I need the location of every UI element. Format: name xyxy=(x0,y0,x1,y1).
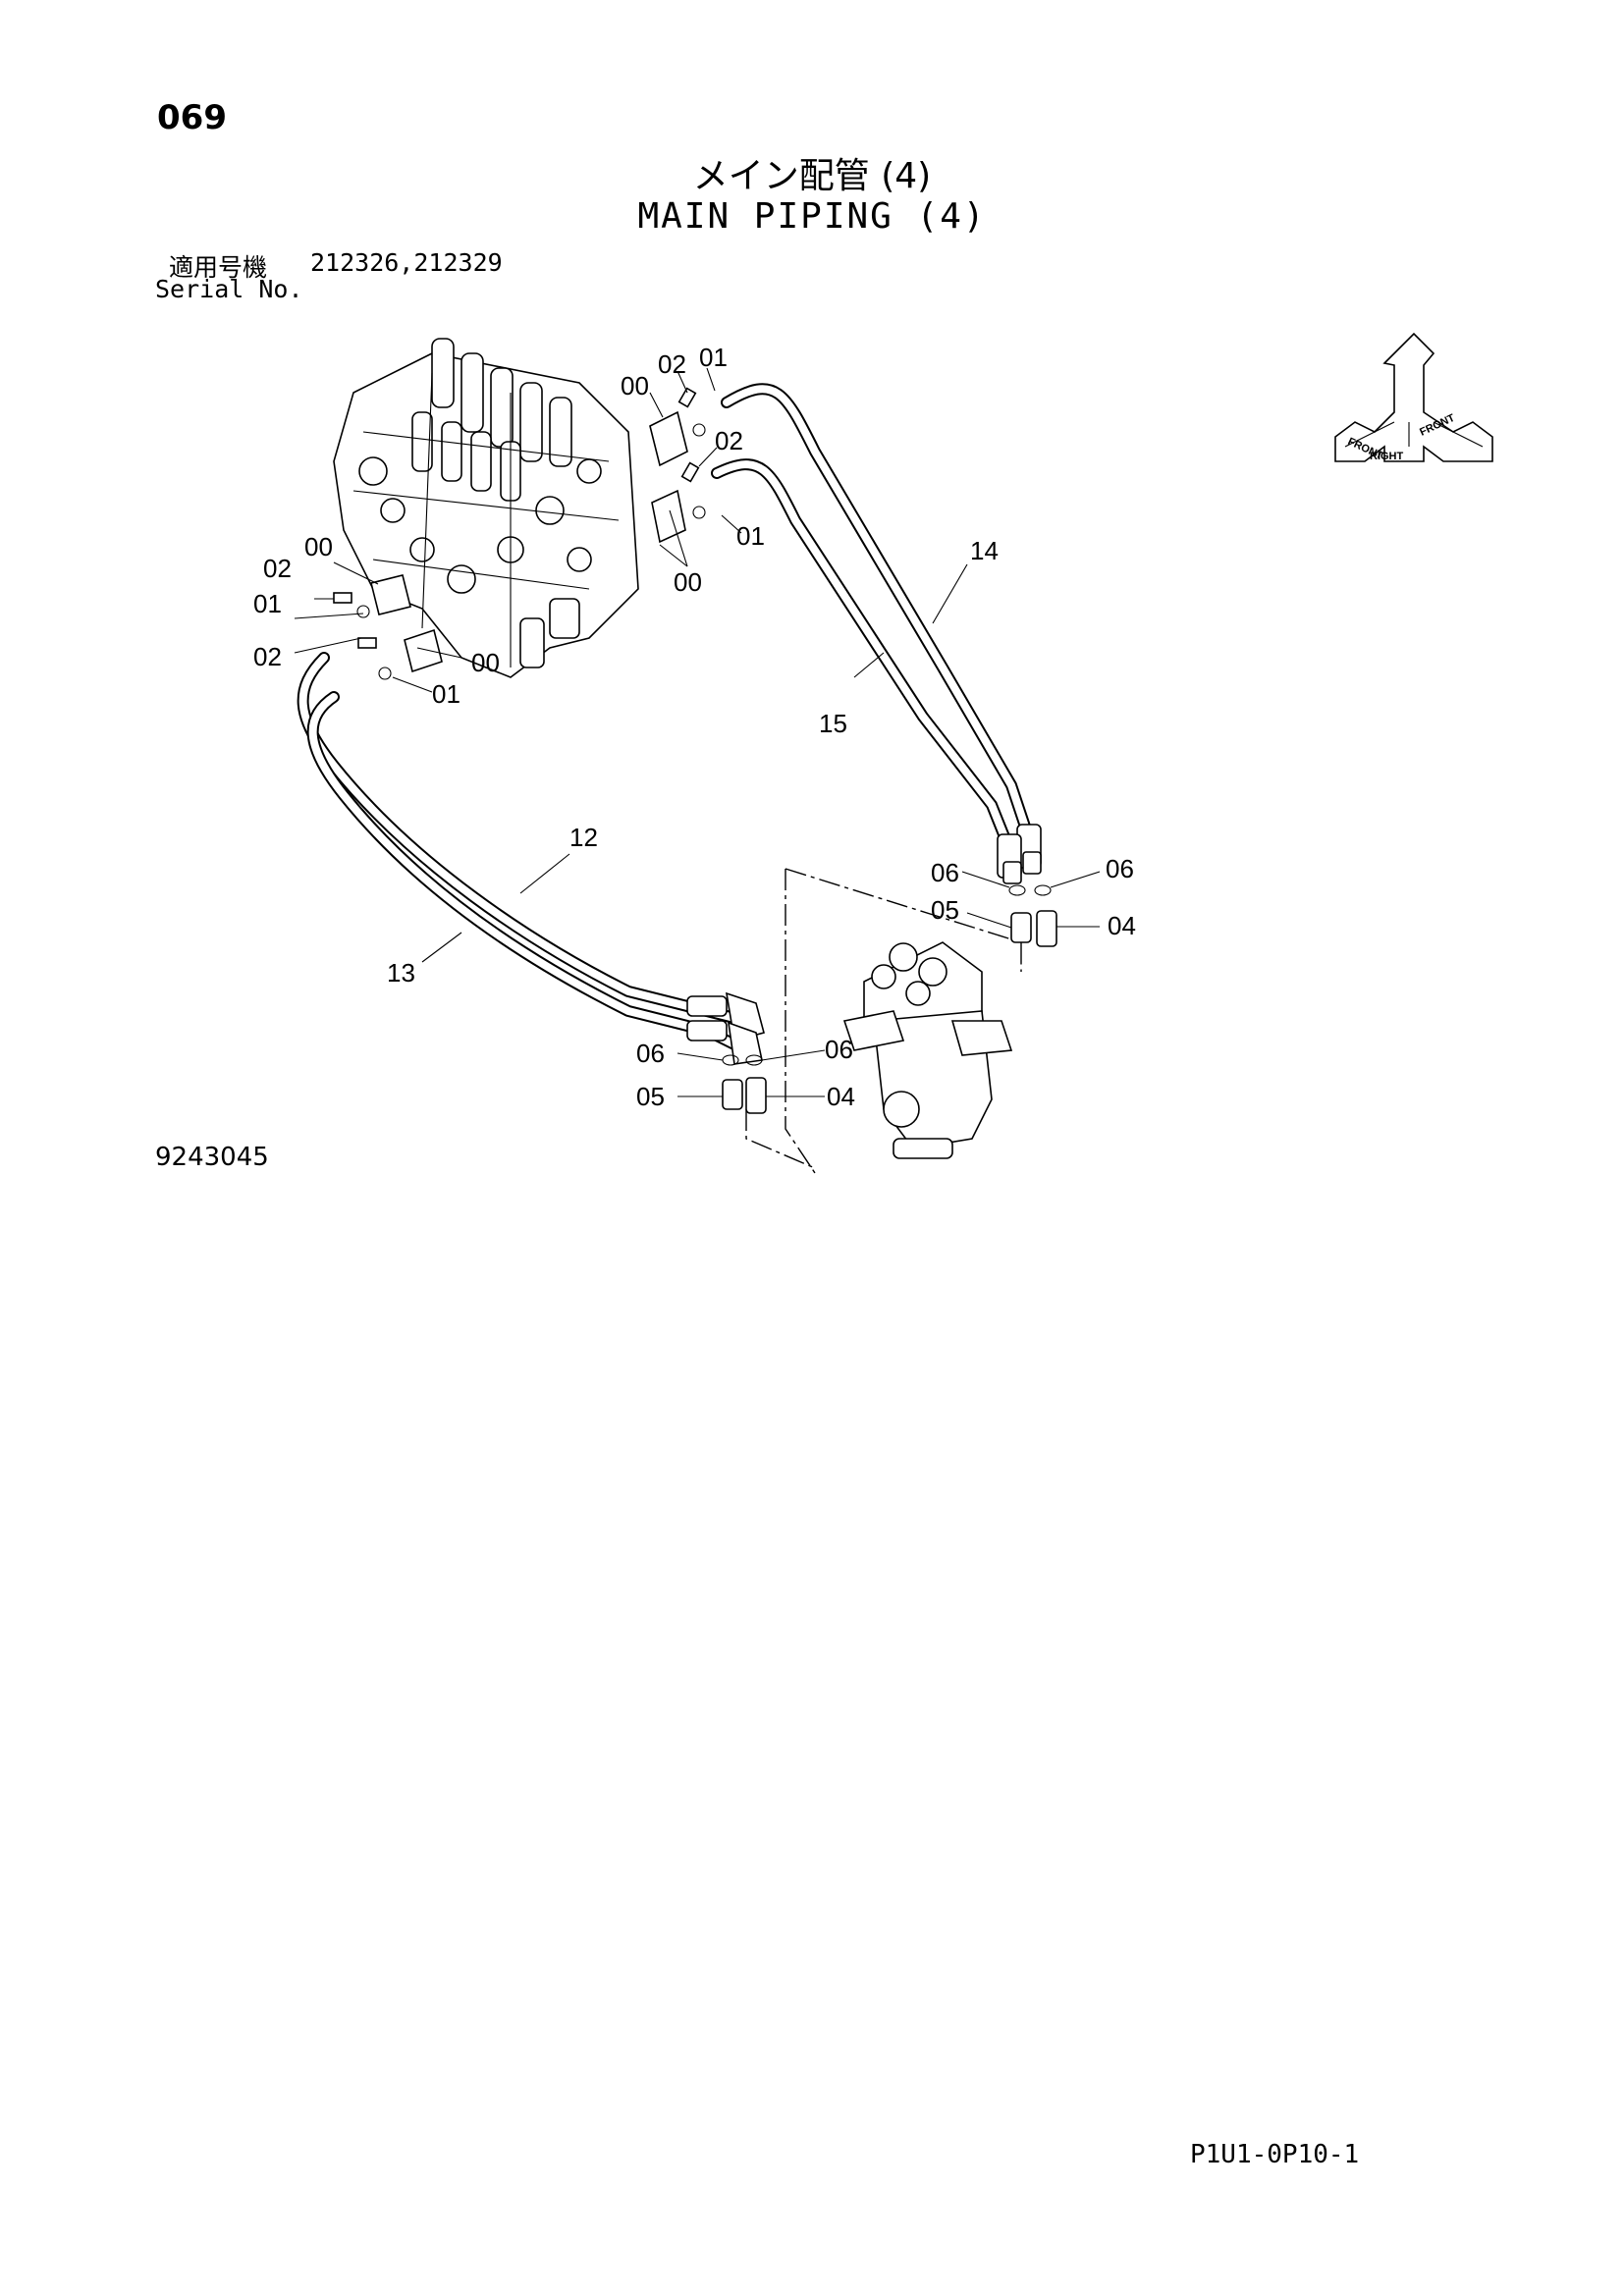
callout-12: 12 xyxy=(569,823,598,852)
orientation-right-label: RIGHT xyxy=(1370,451,1404,462)
callout-06: 06 xyxy=(1106,854,1134,883)
page-number: 069 xyxy=(157,98,227,137)
split-flange-lower xyxy=(333,574,443,680)
callout-00: 00 xyxy=(621,371,649,400)
callout-14: 14 xyxy=(970,536,999,565)
callout-06: 06 xyxy=(825,1035,853,1064)
callout-00: 00 xyxy=(304,532,333,561)
callout-00: 00 xyxy=(674,567,702,597)
callout-01: 01 xyxy=(736,521,765,551)
hose-12-13 xyxy=(297,652,765,1065)
serial-numbers: 212326,212329 xyxy=(310,248,503,277)
callout-02: 02 xyxy=(263,554,292,583)
drawing-number: 9243045 xyxy=(155,1143,269,1172)
page-code: P1U1-0P10-1 xyxy=(1190,2140,1360,2169)
callout-01: 01 xyxy=(253,589,282,618)
fittings-upper xyxy=(1008,884,1057,947)
callout-04: 04 xyxy=(827,1082,855,1111)
swing-center-joint xyxy=(842,941,1013,1159)
callout-01: 01 xyxy=(432,679,460,709)
callout-05: 05 xyxy=(636,1082,665,1111)
callout-15: 15 xyxy=(819,709,847,738)
callout-05: 05 xyxy=(931,895,959,925)
callout-13: 13 xyxy=(387,958,415,988)
leader-lines xyxy=(294,367,1101,1097)
hose-14-15 xyxy=(711,383,1042,884)
callout-02: 02 xyxy=(715,426,743,455)
callout-02: 02 xyxy=(253,642,282,671)
serial-label-japanese: 適用号機 xyxy=(169,253,268,282)
callout-06: 06 xyxy=(931,858,959,887)
callout-00: 00 xyxy=(471,648,500,677)
control-valve xyxy=(333,338,639,678)
callouts: 00 02 01 02 01 00 00 02 01 02 00 01 14 1… xyxy=(253,343,1136,1111)
split-flange-upper xyxy=(649,387,706,544)
callout-04: 04 xyxy=(1108,911,1136,940)
callout-06: 06 xyxy=(636,1039,665,1068)
serial-label-english: Serial No. xyxy=(155,275,303,303)
page-title-japanese: メイン配管 (4) xyxy=(692,156,932,196)
fittings-lower xyxy=(722,1054,767,1114)
callout-02: 02 xyxy=(658,349,686,379)
callout-01: 01 xyxy=(699,343,728,372)
page-title-english: MAIN PIPING (4) xyxy=(637,196,987,237)
orientation-icon: FRONT FRONT RIGHT xyxy=(1334,332,1493,462)
